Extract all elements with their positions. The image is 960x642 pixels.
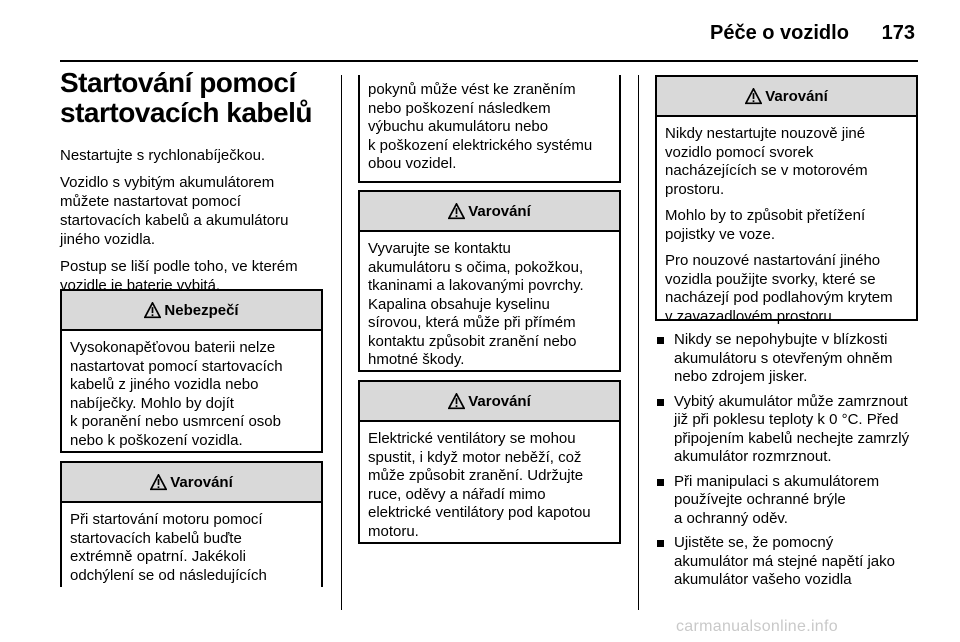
watermark: carmanualsonline.info	[676, 618, 838, 635]
warning-box-header: Varování	[62, 463, 321, 503]
paragraph: Mohlo by to způsobit přetížení pojistky …	[665, 207, 866, 243]
warning-triangle-icon	[448, 392, 466, 409]
warning-box: Varování Při startování motoru pomocí st…	[60, 461, 323, 587]
list-item: Vybitý akumulátor může zamrznout již při…	[655, 393, 930, 467]
warning-box-title: Varování	[468, 392, 531, 410]
warning-box-body: Vyvarujte se kontaktu akumulátoru s očim…	[368, 240, 584, 368]
warning-box-continued: pokynů může vést ke zraněním nebo poškoz…	[358, 75, 621, 183]
page-header: Péče o vozidlo 173	[700, 16, 915, 48]
list-item: Ujistěte se, že pomocný akumulátor má st…	[655, 534, 930, 590]
warning-box-body: Elektrické ventilátory se mohou spustit,…	[368, 430, 591, 540]
paragraph: Vozidlo s vybitým akumulátorem můžete na…	[60, 174, 289, 248]
warning-box-header: Varování	[657, 77, 916, 117]
warning-box-title: Varování	[468, 202, 531, 220]
warning-box-header: Varování	[360, 192, 619, 232]
column-divider-1	[341, 75, 342, 610]
paragraph: Nestartujte s rychlonabíječkou.	[60, 147, 266, 164]
list-item: Při manipulaci s akumulátorem používejte…	[655, 473, 930, 529]
bullet-list-container: Nikdy se nepohybujte v blízkosti akumulá…	[655, 331, 930, 596]
paragraph: Nikdy nestartujte nouzově jiné vozidlo p…	[665, 125, 868, 198]
warning-box-body: Nikdy nestartujte nouzově jiné vozidlo p…	[657, 117, 916, 332]
warning-triangle-icon	[448, 202, 466, 219]
warning-box-title: Varování	[765, 87, 828, 105]
danger-box-header: Nebezpečí	[62, 291, 321, 331]
danger-box-body: Vysokonapěťovou baterii nelze nastartova…	[70, 339, 283, 449]
warning-box: Varování Nikdy nestartujte nouzově jiné …	[655, 75, 918, 325]
warning-triangle-icon	[745, 87, 763, 104]
section-heading: Startování pomocí startovacích kabelů	[60, 67, 312, 128]
warning-box-header: Varování	[360, 382, 619, 422]
chapter-title: Péče o vozidlo	[710, 22, 849, 44]
page-number: 173	[881, 22, 915, 44]
paragraph: Pro nouzové nastartování jiného vozidla …	[665, 252, 893, 325]
warning-box: Varování Vyvarujte se kontaktu akumuláto…	[358, 190, 621, 372]
list-item: Nikdy se nepohybujte v blízkosti akumulá…	[655, 331, 930, 387]
danger-box: Nebezpečí Vysokonapěťovou baterii nelze …	[60, 289, 323, 453]
header-rule	[60, 60, 918, 62]
warning-box-body: Při startování motoru pomocí startovacíc…	[70, 511, 267, 584]
warning-triangle-icon	[150, 473, 168, 490]
danger-box-title: Nebezpečí	[164, 301, 239, 319]
warning-box-body: pokynů může vést ke zraněním nebo poškoz…	[368, 81, 593, 172]
warning-box: Varování Elektrické ventilátory se mohou…	[358, 380, 621, 544]
warning-box-title: Varování	[170, 473, 233, 491]
column-divider-2	[638, 75, 639, 610]
warning-triangle-icon	[144, 301, 162, 318]
bullet-list: Nikdy se nepohybujte v blízkosti akumulá…	[655, 331, 930, 590]
column-1: Startování pomocí startovacích kabelů Ne…	[60, 68, 325, 303]
